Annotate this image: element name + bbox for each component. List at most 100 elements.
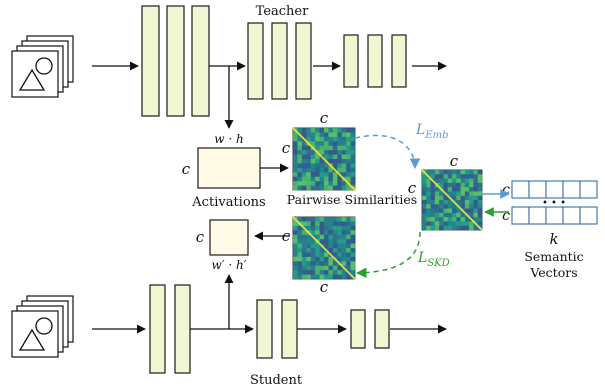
heatmap-cell [315, 270, 320, 275]
heatmap-cell [434, 191, 440, 197]
heatmap-cell [332, 154, 338, 160]
heatmap-cell [464, 225, 470, 231]
vector-dim-label: k [549, 230, 558, 248]
heatmap-cell [310, 221, 316, 227]
heatmap-cell [350, 248, 356, 253]
heatmap-cell [310, 243, 316, 249]
heatmap-cell [315, 145, 320, 151]
heatmap-cell [426, 217, 431, 222]
heatmap-cell [422, 217, 427, 222]
heatmap-cell [434, 225, 440, 231]
heatmap-cell [426, 225, 431, 231]
heatmap-cell [341, 248, 347, 253]
heatmap-cell [328, 230, 334, 236]
heatmap-cell [350, 159, 356, 164]
heatmap-cell [301, 128, 307, 133]
heatmap-cell [439, 182, 444, 188]
heatmap-cell [447, 170, 453, 175]
heatmap-cell [319, 234, 325, 240]
heatmap-cell [350, 243, 356, 249]
heatmap-cell [297, 159, 303, 164]
heatmap-cell [306, 185, 312, 191]
heatmap-cell [477, 182, 483, 188]
heatmap-cell [310, 172, 316, 178]
heatmap-cell [328, 265, 334, 271]
heatmap-cell [324, 176, 329, 182]
heatmap-cell [477, 212, 483, 218]
heatmap-cell [434, 208, 440, 214]
heatmap-cell [301, 261, 307, 267]
heatmap-cell [452, 225, 457, 231]
heatmap-cell [297, 136, 303, 142]
heatmap-cell [324, 167, 329, 173]
heatmap-cell [310, 265, 316, 271]
heatmap-cell [310, 154, 316, 160]
heatmap-cell [346, 256, 351, 262]
heatmap-cell [434, 221, 440, 227]
heatmap-cell [319, 132, 325, 138]
heatmap-cell [443, 195, 449, 201]
heatmap-cell [350, 252, 356, 258]
heatmap-cell [310, 141, 316, 147]
heatmap-cell [456, 212, 461, 218]
heatmap-cell [319, 176, 325, 182]
heatmap-cell [426, 195, 431, 201]
heatmap-cell [469, 195, 474, 201]
heatmap-cell [297, 234, 303, 240]
heatmap-cell [328, 221, 334, 227]
heatmap-cell [346, 172, 351, 178]
heatmap-cell [319, 252, 325, 258]
heatmap-cell [315, 261, 320, 267]
heatmap-cell [464, 200, 470, 205]
heatmap-cell [346, 159, 351, 164]
heatmap-cell [328, 172, 334, 178]
heatmap-cell [310, 274, 316, 280]
vector-row-label: c [502, 182, 510, 198]
semantic-matrix-row-label: c [408, 179, 417, 197]
heatmap-cell [301, 159, 307, 164]
heatmap-cell [452, 178, 457, 184]
heatmap-cell [350, 265, 356, 271]
heatmap-cell [447, 182, 453, 188]
heatmap-cell [456, 195, 461, 201]
heatmap-cell [337, 234, 343, 240]
heatmap-cell [306, 243, 312, 249]
heatmap-cell [447, 191, 453, 197]
heatmap-cell [319, 225, 325, 231]
heatmap-cell [310, 150, 316, 155]
heatmap-cell [341, 145, 347, 151]
teacher-label: Teacher [256, 4, 309, 19]
activations-label: Activations [191, 195, 265, 210]
heatmap-cell [297, 230, 303, 236]
heatmap-cell [469, 191, 474, 197]
heatmap-cell [477, 217, 483, 222]
heatmap-cell [456, 221, 461, 227]
heatmap-cell [346, 154, 351, 160]
heatmap-cell [430, 208, 436, 214]
heatmap-cell [426, 221, 431, 227]
heatmap-cell [439, 225, 444, 231]
heatmap-cell [350, 154, 356, 160]
heatmap-cell [469, 225, 474, 231]
student-activation-width-label: w′ · h′ [212, 258, 247, 272]
heatmap-cell [315, 243, 320, 249]
heatmap-cell [443, 221, 449, 227]
heatmap-cell [464, 182, 470, 188]
heatmap-cell [443, 208, 449, 214]
heatmap-cell [301, 181, 307, 186]
heatmap-cell [306, 252, 312, 258]
heatmap-cell [293, 176, 298, 182]
heatmap-cell [337, 256, 343, 262]
heatmap-cell [430, 182, 436, 188]
heatmap-cell [301, 217, 307, 222]
heatmap-cell [324, 163, 329, 169]
heatmap-cell [430, 217, 436, 222]
heatmap-cell [337, 167, 343, 173]
heatmap-cell [328, 181, 334, 186]
heatmap-cell [464, 204, 470, 209]
heatmap-cell [301, 167, 307, 173]
heatmap-cell [341, 141, 347, 147]
heatmap-cell [319, 163, 325, 169]
heatmap-cell [456, 208, 461, 214]
